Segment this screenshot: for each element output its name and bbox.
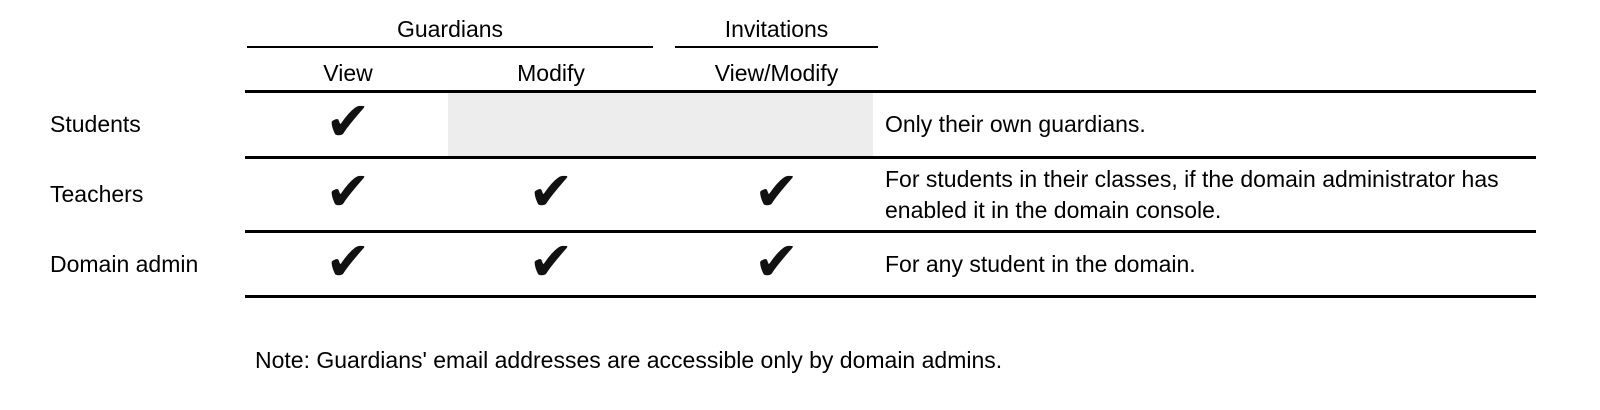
cell-domain-admin-guardians-modify: ✔ — [451, 229, 651, 295]
check-icon: ✔ — [753, 229, 800, 293]
cell-teachers-guardians-modify: ✔ — [451, 159, 651, 230]
invitations-underline — [675, 46, 878, 48]
disabled-cells-highlight — [448, 93, 873, 156]
students-row-line — [245, 156, 1536, 159]
cell-domain-admin-guardians-view: ✔ — [245, 229, 451, 295]
domain-admin-row-line — [245, 295, 1536, 298]
note-students: Only their own guardians. — [885, 111, 1146, 137]
check-icon: ✔ — [325, 160, 371, 223]
cell-students-guardians-view: ✔ — [245, 90, 451, 156]
note-domain-admin: For any student in the domain. — [885, 250, 1196, 277]
footnote: Note: Guardians' email addresses are acc… — [255, 347, 1003, 373]
check-icon: ✔ — [325, 90, 371, 153]
cell-students-invitations-view-modify — [673, 93, 880, 156]
row-label-students: Students — [50, 111, 141, 137]
check-icon: ✔ — [325, 229, 371, 293]
check-icon: ✔ — [528, 229, 574, 293]
row-label-teachers: Teachers — [50, 181, 144, 207]
teachers-row-line — [245, 230, 1536, 233]
cell-teachers-guardians-view: ✔ — [245, 159, 451, 230]
row-label-domain-admin: Domain admin — [50, 250, 199, 277]
cell-students-guardians-modify — [451, 93, 651, 156]
column-header-view: View — [323, 60, 373, 86]
header-separator-line — [245, 90, 1536, 93]
note-teachers: For students in their classes, if the do… — [885, 165, 1499, 223]
column-group-invitations-label: Invitations — [724, 16, 829, 42]
check-icon: ✔ — [528, 160, 574, 223]
column-group-guardians-label: Guardians — [396, 16, 504, 42]
column-header-view-modify: View/Modify — [714, 60, 839, 86]
column-header-modify: Modify — [517, 60, 585, 86]
cell-teachers-invitations-view-modify: ✔ — [673, 159, 880, 230]
guardians-underline — [247, 46, 653, 48]
cell-domain-admin-invitations-view-modify: ✔ — [673, 229, 880, 295]
check-icon: ✔ — [753, 160, 800, 223]
